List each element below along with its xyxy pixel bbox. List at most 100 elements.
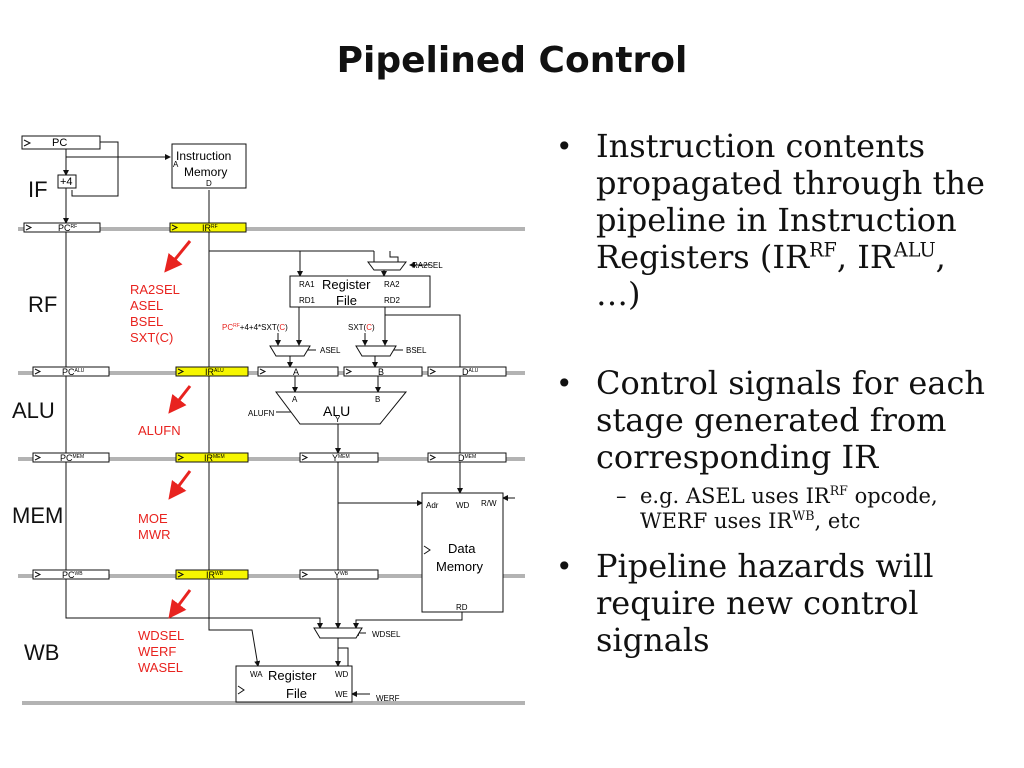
pc-wb-register: PCWB	[32, 569, 110, 580]
control-signal-moe: MOE	[138, 511, 168, 526]
alu-unit: A B ALU Y ALUFN	[248, 391, 408, 425]
svg-text:File: File	[286, 686, 307, 701]
svg-text:IRALU: IRALU	[205, 367, 224, 377]
svg-text:WE: WE	[335, 690, 348, 699]
svg-text:PCALU: PCALU	[62, 367, 85, 377]
svg-text:WD: WD	[335, 670, 349, 679]
plus4-adder: +4	[57, 174, 77, 189]
control-signal-wasel: WASEL	[138, 660, 183, 675]
svg-text:Memory: Memory	[184, 165, 227, 179]
control-arrow-alu	[168, 385, 192, 414]
stage-label-if: IF	[28, 177, 48, 202]
svg-text:RD1: RD1	[299, 296, 316, 305]
ra2sel-mux: RA2SEL	[367, 261, 443, 271]
svg-text:A: A	[173, 160, 179, 169]
bullet-icon: •	[556, 550, 573, 583]
pc-register: PC	[21, 135, 101, 150]
pc-alu-register: PCALU	[32, 366, 110, 377]
register-file-write: WA WD WE Register File WERF	[235, 665, 400, 703]
register-file-read: RA1 RA2 RD1 RD2 Register File	[289, 275, 431, 308]
svg-text:RA2SEL: RA2SEL	[412, 261, 443, 270]
stage-label-wb: WB	[24, 640, 59, 665]
b-register: B	[343, 366, 423, 377]
svg-text:RD2: RD2	[384, 296, 401, 305]
control-signal-alufn: ALUFN	[138, 423, 181, 438]
a-register: A	[257, 366, 339, 377]
svg-text:ALU: ALU	[323, 403, 350, 419]
pc-rf-register: PCRF	[23, 222, 101, 233]
bullet-list: •Instruction contents propagated through…	[556, 128, 996, 659]
svg-text:YWB: YWB	[334, 570, 349, 580]
svg-text:BSEL: BSEL	[406, 346, 427, 355]
asel-mux: ASEL	[269, 345, 341, 357]
svg-text:IRRF: IRRF	[202, 223, 218, 233]
svg-text:ASEL: ASEL	[320, 346, 341, 355]
pipeline-boundaries	[18, 227, 525, 705]
control-arrows	[164, 240, 192, 619]
svg-text:WDSEL: WDSEL	[372, 630, 401, 639]
control-signal-werf: WERF	[138, 644, 176, 659]
svg-text:PC: PC	[52, 137, 67, 149]
control-arrow-rf	[164, 240, 192, 273]
svg-text:A: A	[292, 395, 298, 404]
ir-wb-register: IRWB	[175, 569, 249, 580]
svg-text:File: File	[336, 293, 357, 308]
svg-text:+4: +4	[60, 176, 73, 188]
y-wb-register: YWB	[299, 569, 379, 580]
svg-text:YMEM: YMEM	[332, 453, 350, 463]
svg-text:PCRF: PCRF	[58, 223, 77, 233]
svg-text:RA1: RA1	[299, 280, 315, 289]
ir-rf-register: IRRF	[169, 222, 247, 233]
svg-text:RD: RD	[456, 603, 468, 612]
sub-bullet-item: –e.g. ASEL uses IRRF opcode, WERF uses I…	[616, 483, 938, 533]
bsel-mux: BSEL	[355, 345, 427, 357]
pc-mem-register: PCMEM	[32, 452, 110, 463]
bullet-item: •Control signals for each stage generate…	[556, 364, 985, 476]
svg-text:B: B	[378, 367, 384, 377]
dash-icon: –	[616, 484, 627, 508]
svg-text:WA: WA	[250, 670, 263, 679]
svg-text:DMEM: DMEM	[458, 453, 476, 463]
control-signal-ra2sel: RA2SEL	[130, 282, 180, 297]
svg-text:A: A	[293, 367, 299, 377]
pc-branch-offset-label: PCRF+4+4*SXT(C)	[222, 323, 288, 332]
svg-text:Register: Register	[322, 277, 371, 292]
pipeline-diagram: IF RF ALU MEM WB	[12, 135, 525, 705]
svg-text:IRMEM: IRMEM	[204, 453, 225, 463]
svg-text:WERF: WERF	[376, 694, 400, 703]
page-title: Pipelined Control	[336, 40, 688, 81]
bullet-item: •Instruction contents propagated through…	[556, 127, 985, 313]
bullet-item: •Pipeline hazards will require new contr…	[556, 547, 934, 659]
svg-text:DALU: DALU	[462, 367, 479, 377]
control-signal-sxt: SXT(C)	[130, 330, 173, 345]
wdsel-mux: WDSEL	[313, 627, 401, 639]
svg-text:PCWB: PCWB	[62, 570, 83, 580]
stage-label-mem: MEM	[12, 503, 63, 528]
data-memory: Adr WD R/W Data Memory RD	[421, 492, 504, 613]
svg-text:RA2: RA2	[384, 280, 400, 289]
ir-alu-register: IRALU	[175, 366, 249, 377]
control-signal-bsel: BSEL	[130, 314, 163, 329]
bullet-icon: •	[556, 367, 573, 400]
svg-text:B: B	[375, 395, 380, 404]
svg-text:Data: Data	[448, 541, 476, 556]
d-alu-register: DALU	[427, 366, 507, 377]
ir-mem-register: IRMEM	[175, 452, 249, 463]
stage-label-alu: ALU	[12, 398, 55, 423]
y-mem-register: YMEM	[299, 452, 379, 463]
svg-text:Instruction: Instruction	[176, 149, 231, 163]
svg-text:IRWB: IRWB	[206, 570, 224, 580]
control-signal-asel: ASEL	[130, 298, 163, 313]
svg-text:Y: Y	[335, 415, 341, 424]
control-arrow-wb	[168, 589, 192, 619]
control-signal-mwr: MWR	[138, 527, 171, 542]
svg-text:R/W: R/W	[481, 499, 497, 508]
sxt-label: SXT(C)	[348, 323, 375, 332]
svg-text:Memory: Memory	[436, 559, 483, 574]
svg-text:PCMEM: PCMEM	[60, 453, 84, 463]
stage-label-rf: RF	[28, 292, 57, 317]
svg-text:WD: WD	[456, 501, 470, 510]
d-mem-register: DMEM	[427, 452, 507, 463]
control-signal-wdsel: WDSEL	[138, 628, 184, 643]
bullet-icon: •	[556, 130, 573, 163]
